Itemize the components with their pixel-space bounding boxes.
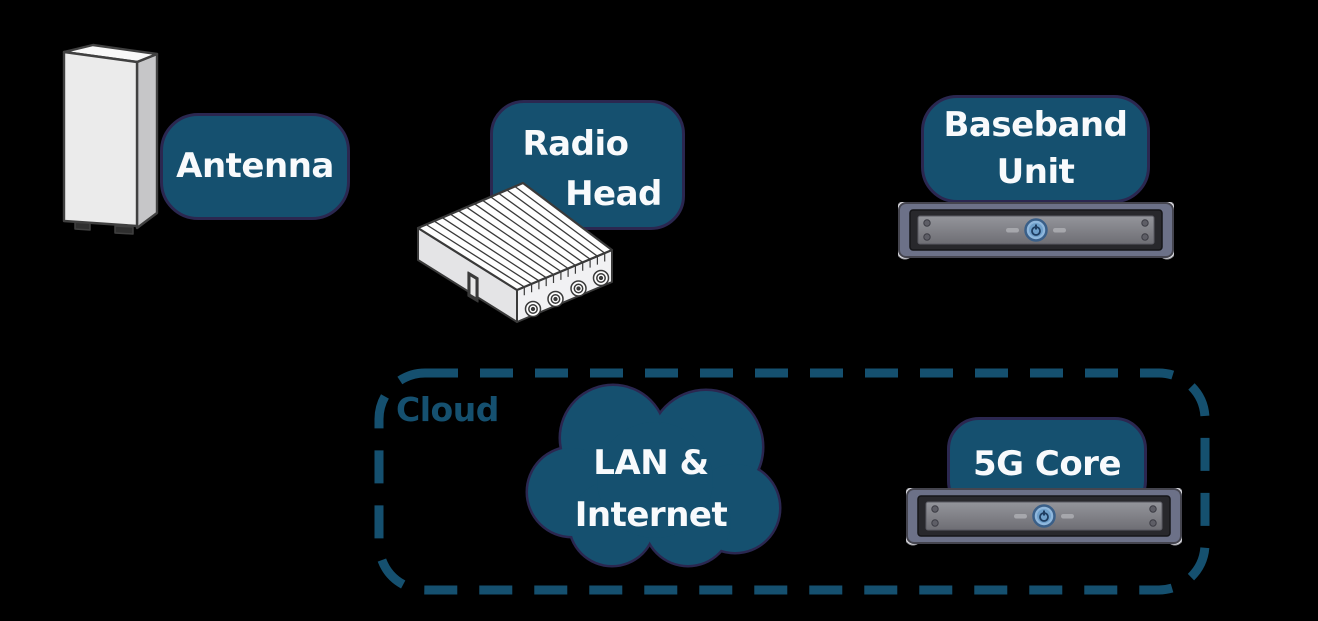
radio-head-label-line1: Radio [522,124,629,164]
baseband-unit-label-line1: Baseband [943,105,1128,145]
lan-internet-label: LAN & Internet [516,437,786,541]
cloud-group-border [374,368,1210,595]
antenna-label: Antenna [160,113,350,220]
baseband-server-icon [898,202,1174,260]
core-server-icon [906,488,1182,546]
lan-internet-label-line2: Internet [574,495,728,535]
cloud-icon [525,383,782,568]
cloud-group-title: Cloud [396,390,499,429]
lan-internet-label-line1: LAN & [593,443,709,483]
baseband-unit-label-line2: Unit [996,152,1075,192]
core-label-text: 5G Core [972,444,1122,485]
antenna-icon [62,43,159,235]
radio-head-label-line2: Head [565,174,662,214]
baseband-unit-label: Baseband Unit [921,95,1150,203]
antenna-label-text: Antenna [176,145,334,186]
radio-head-icon [416,181,614,323]
